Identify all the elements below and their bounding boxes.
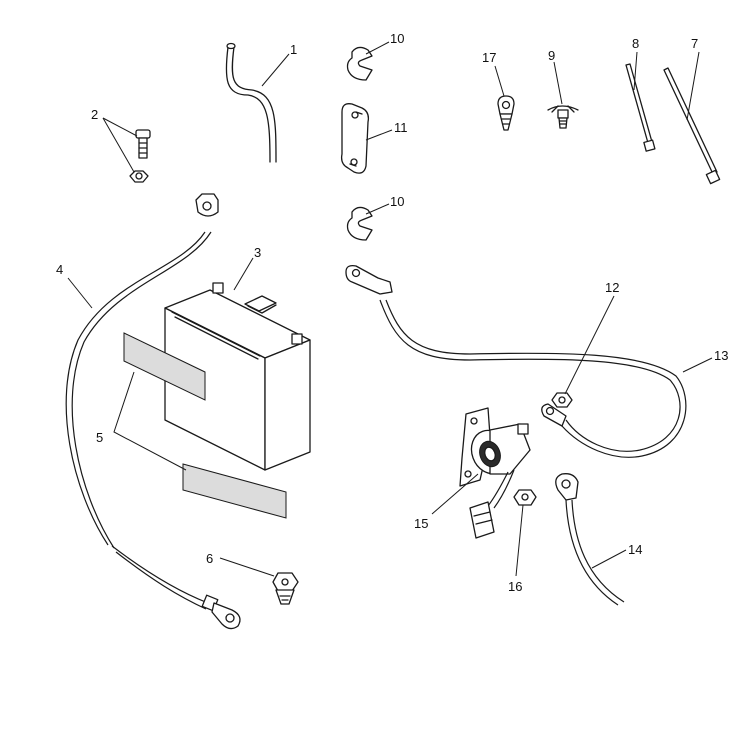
callout-8: 8 xyxy=(632,36,639,51)
negative-cable xyxy=(65,193,241,630)
callout-10-lower: 10 xyxy=(390,194,404,209)
callout-9: 9 xyxy=(548,48,555,63)
callout-2: 2 xyxy=(91,107,98,122)
leader-lines xyxy=(67,41,713,577)
callout-12: 12 xyxy=(605,280,619,295)
vent-tube xyxy=(225,42,277,163)
positive-cable xyxy=(345,264,687,458)
strap-clip-lower xyxy=(346,206,373,241)
hold-down-strap xyxy=(340,103,370,174)
flange-nut xyxy=(513,489,537,506)
hex-nut xyxy=(551,392,573,408)
battery xyxy=(164,282,311,471)
callout-6: 6 xyxy=(206,551,213,566)
callout-16: 16 xyxy=(508,579,522,594)
callout-5: 5 xyxy=(96,430,103,445)
short-cable xyxy=(555,473,625,606)
callout-4: 4 xyxy=(56,262,63,277)
push-clip xyxy=(547,105,579,129)
callout-11: 11 xyxy=(394,120,408,135)
cable-tie-short xyxy=(625,63,656,152)
callout-10-upper: 10 xyxy=(390,31,404,46)
bolt-and-nut xyxy=(129,129,151,183)
battery-decals xyxy=(123,332,287,519)
strap-clip-upper xyxy=(346,46,373,81)
callout-15: 15 xyxy=(414,516,428,531)
callout-numbers: 1 2 3 4 5 6 7 8 9 17 10 11 10 12 13 15 1… xyxy=(56,31,728,594)
callout-17: 17 xyxy=(482,50,496,65)
callout-7: 7 xyxy=(691,36,698,51)
cable-tie-long xyxy=(663,67,721,185)
wire-clip xyxy=(497,95,515,131)
terminal-bolt xyxy=(272,572,299,605)
callout-3: 3 xyxy=(254,245,261,260)
callout-14: 14 xyxy=(628,542,642,557)
callout-1: 1 xyxy=(290,42,297,57)
callout-13: 13 xyxy=(714,348,728,363)
starter-solenoid xyxy=(459,407,531,539)
